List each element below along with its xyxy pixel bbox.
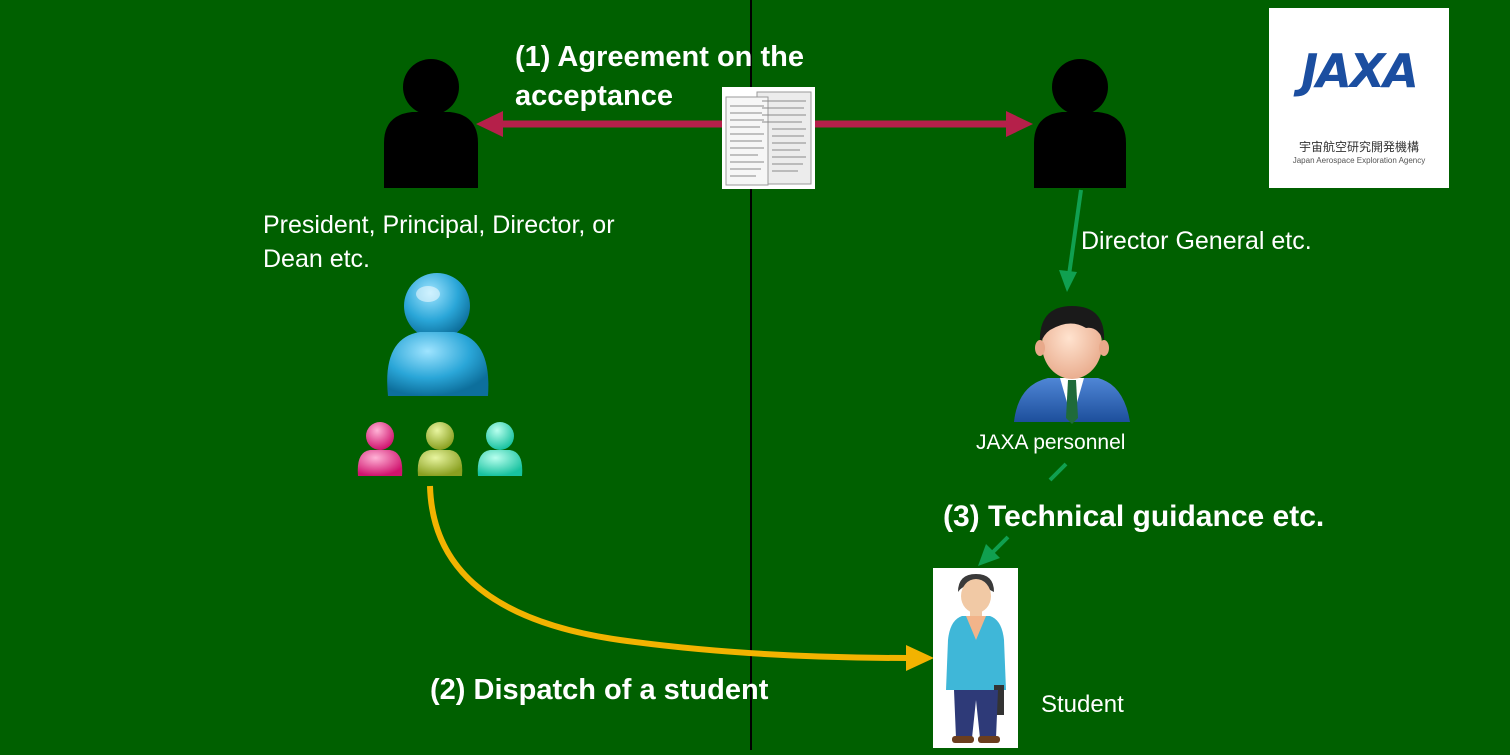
dispatch-arrow xyxy=(427,485,934,671)
jaxa-logo-english-name: Japan Aerospace Exploration Agency xyxy=(1292,156,1426,165)
dispatch-step-label: (2) Dispatch of a student xyxy=(430,674,769,706)
director-general-label: Director General etc. xyxy=(1081,227,1312,255)
delegation-arrow xyxy=(1059,189,1083,292)
guidance-arrow xyxy=(978,462,1068,566)
university-head-person-silhouette-icon xyxy=(384,59,478,188)
president-role-line1: President, Principal, Director, or xyxy=(263,211,615,239)
businessman-icon xyxy=(1014,306,1130,424)
agreement-step-line2: acceptance xyxy=(515,80,673,112)
jaxa-head-person-silhouette-icon xyxy=(1034,59,1126,188)
president-role-line2: Dean etc. xyxy=(263,245,371,273)
jaxa-logo-japanese-name: 宇宙航空研究開発機構 xyxy=(1298,140,1419,154)
student-icon xyxy=(933,568,1018,748)
jaxa-logo-wordmark: JAXA xyxy=(1301,44,1419,98)
jaxa-logo: JAXA 宇宙航空研究開発機構 Japan Aerospace Explorat… xyxy=(1269,8,1449,188)
president-role-label: President, Principal, Director, or Dean … xyxy=(263,208,683,276)
agreement-step-line1: (1) Agreement on the xyxy=(515,41,804,73)
guidance-step-label: (3) Technical guidance etc. xyxy=(943,500,1325,533)
people-group-icon xyxy=(338,258,528,498)
document-icon xyxy=(722,87,815,189)
jaxa-personnel-label: JAXA personnel xyxy=(976,431,1126,454)
student-label: Student xyxy=(1041,691,1124,718)
agreement-step-label: (1) Agreement on the acceptance xyxy=(515,38,875,116)
